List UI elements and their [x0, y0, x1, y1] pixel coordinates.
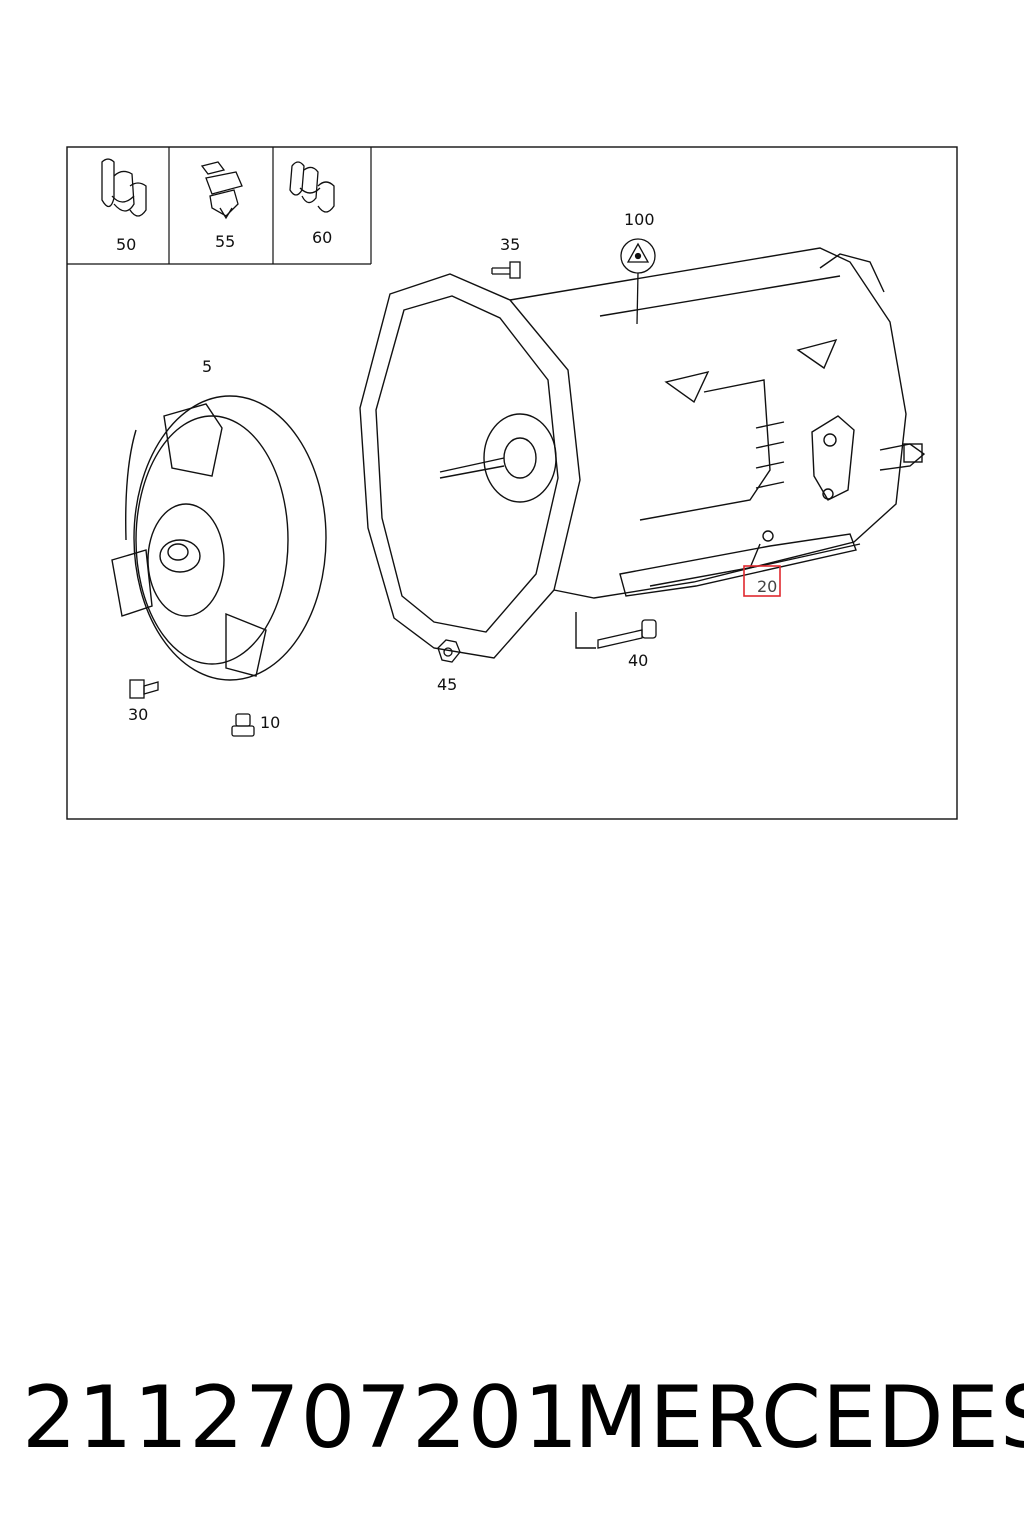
callout-35: 35: [500, 235, 520, 254]
torque-converter-5-icon: [111, 395, 327, 681]
callout-100: 100: [624, 210, 655, 229]
callout-40: 40: [628, 651, 648, 670]
callout-50: 50: [116, 235, 136, 254]
callout-45: 45: [437, 675, 457, 694]
callout-30: 30: [128, 705, 148, 724]
plug-10-icon: [231, 713, 255, 737]
callout-20: 20: [757, 577, 777, 596]
clip-60-icon: [289, 161, 335, 213]
bolt-30-icon: [129, 679, 159, 699]
label-plate-100-icon: [620, 238, 656, 325]
brand-name: MERCEDES: [574, 1368, 1024, 1468]
bolt-40-icon: [597, 619, 657, 649]
callout-55: 55: [215, 232, 235, 251]
clip-55-icon: [200, 161, 243, 220]
nut-45-icon: [437, 639, 461, 663]
transmission-housing-icon: [359, 247, 926, 659]
parts-diagram: 50 55 60 100 35 5: [66, 146, 958, 820]
bolt-35-icon: [491, 261, 521, 279]
legend-grid: [67, 147, 372, 265]
callout-60: 60: [312, 228, 332, 247]
callout-5: 5: [202, 357, 212, 376]
part-20-highlight-box[interactable]: [743, 565, 781, 597]
callout-10: 10: [260, 713, 280, 732]
diagram-frame: [66, 146, 958, 820]
part-number: 2112707201: [22, 1368, 580, 1468]
clip-50-icon: [101, 158, 147, 217]
